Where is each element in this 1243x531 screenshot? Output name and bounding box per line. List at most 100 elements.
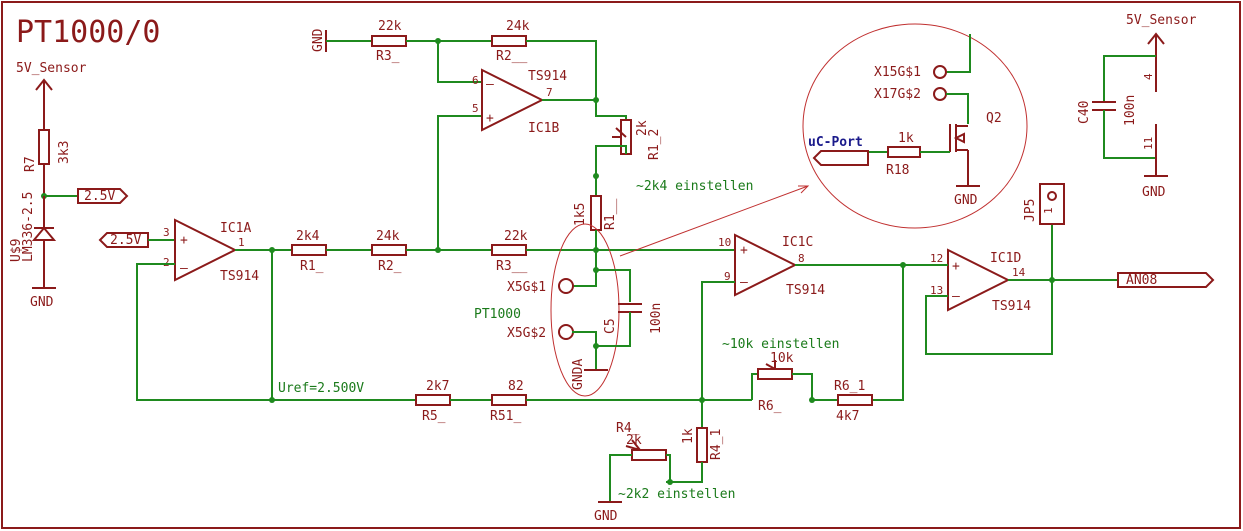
ic1b-type: TS914 (528, 69, 567, 84)
vcc-arrow-right (1147, 32, 1165, 92)
highlight-ellipse-sensor (550, 223, 620, 397)
gnd-label-q2: GND (954, 193, 978, 208)
ic1d-name: IC1D (990, 251, 1021, 266)
r18-name: R18 (886, 163, 909, 178)
ic1c-name: IC1C (782, 235, 813, 250)
c40-value: 100n (1123, 95, 1138, 126)
ic1c-type: TS914 (786, 283, 825, 298)
r51-body (491, 394, 527, 406)
an08-tag (1117, 272, 1215, 288)
r1-value: 2k4 (296, 229, 320, 244)
r2b-name: R2__ (496, 49, 527, 64)
r6-body (757, 368, 793, 380)
ref-part: LM336-2.5 (21, 192, 36, 262)
x5g2-pad (558, 324, 574, 340)
ic1a-body (174, 218, 238, 282)
r51-name: R51_ (490, 409, 521, 424)
ref-out-label: 2.5V (84, 189, 115, 204)
ic1c-pin10: 10 (718, 236, 731, 249)
x5g1-label: X5G$1 (507, 280, 546, 295)
zener-symbol (31, 226, 57, 288)
ref-name: U$9 (9, 239, 24, 262)
note-adj-10k: ~10k einstellen (722, 337, 839, 352)
ic1a: 2.5V + – 3 2 1 IC1A TS914 (98, 218, 292, 403)
ic1a-pin1: 1 (238, 236, 245, 249)
jp5-body (1039, 183, 1065, 225)
ref-in-label: 2.5V (110, 233, 141, 248)
r4_1-value: 1k (681, 428, 696, 444)
ic1a-pin2: 2 (163, 256, 170, 269)
uc-port-tag (812, 150, 869, 166)
svg-text:–: – (486, 77, 494, 92)
r7-value: 3k3 (57, 141, 72, 164)
ic1c-pin9: 9 (724, 270, 731, 283)
r1_2-name: R1_2 (647, 129, 662, 160)
r4-value: 2k (626, 433, 642, 448)
ic1d-pin14: 14 (1012, 266, 1026, 279)
ic1b-pin7: 7 (546, 86, 553, 99)
r4-wiper (625, 439, 641, 451)
vref-section: 5V_Sensor R7 3k3 2.5V U$9 LM336-2.5 GND (9, 61, 129, 310)
r1-body (291, 244, 327, 256)
r2b-value: 24k (506, 19, 530, 34)
r3-name: R3__ (496, 259, 527, 274)
ic1b-pin6: 6 (472, 74, 479, 87)
ic1d-pin12: 12 (930, 252, 943, 265)
uc-port-label: uC-Port (808, 135, 863, 150)
x5g1-pad (558, 278, 574, 294)
r6-wiper (765, 360, 776, 370)
r4_1-name: R4_1 (709, 429, 724, 460)
ic1d-body (947, 248, 1011, 312)
r4_1-body (696, 427, 708, 463)
r1b-value: 1k5 (573, 203, 588, 226)
q2-name: Q2 (986, 111, 1002, 126)
r6_1-body (837, 394, 873, 406)
r1-name: R1_ (300, 259, 324, 274)
r6_1-name: R6_1 (834, 379, 865, 394)
ic1d-type: TS914 (992, 299, 1031, 314)
gnd-label-top: GND (311, 28, 326, 52)
r6-value: 10k (770, 351, 794, 366)
callout-line (619, 185, 810, 257)
note-uref: Uref=2.500V (278, 381, 364, 396)
r1_2-value: 2k (635, 120, 650, 136)
x5g2-label: X5G$2 (507, 326, 546, 341)
c40-name: C40 (1077, 101, 1092, 124)
c5-symbol (618, 303, 642, 313)
jp5-name: JP5 (1023, 199, 1038, 222)
r3-value: 22k (504, 229, 528, 244)
r3b-body (371, 35, 407, 47)
r6-name: R6_ (758, 399, 782, 414)
an08-label: AN08 (1126, 273, 1157, 288)
r1b-body (590, 195, 602, 231)
gnd-label-right: GND (1142, 185, 1166, 200)
c5-value: 100n (649, 303, 664, 334)
ic1c-body (734, 233, 798, 297)
sensor-section: X5G$1 X5G$2 C5 100n GNDA PT1000 (474, 185, 810, 397)
r2-value: 24k (376, 229, 400, 244)
r7-body (38, 129, 50, 165)
gnda-label: GNDA (571, 359, 586, 390)
r3-body (491, 244, 527, 256)
svg-text:–: – (740, 275, 748, 290)
r2-name: R2_ (378, 259, 402, 274)
svg-text:–: – (952, 289, 960, 304)
ic1a-type: TS914 (220, 269, 259, 284)
gnd-label-left: GND (30, 295, 54, 310)
ic1b-name: IC1B (528, 121, 559, 136)
r1_2-wiper (612, 127, 627, 138)
svg-text:+: + (952, 259, 960, 274)
note-adj-2k2: ~2k2 einstellen (618, 487, 735, 502)
r18-value: 1k (898, 131, 914, 146)
ic1b-body (481, 68, 545, 132)
ic1c-pin8: 8 (798, 252, 805, 265)
ic1a-name: IC1A (220, 221, 251, 236)
r51-value: 82 (508, 379, 524, 394)
r7-name: R7 (23, 156, 38, 172)
c40-section: 5V_Sensor C40 100n 4 11 GND (1077, 13, 1197, 200)
note-pt1000: PT1000 (474, 307, 521, 322)
r6_1-value: 4k7 (836, 409, 859, 424)
r1b-name: R1__ (603, 199, 618, 230)
input-chain: 2k4 R1_ 24k R2_ 22k R3__ (291, 229, 735, 274)
